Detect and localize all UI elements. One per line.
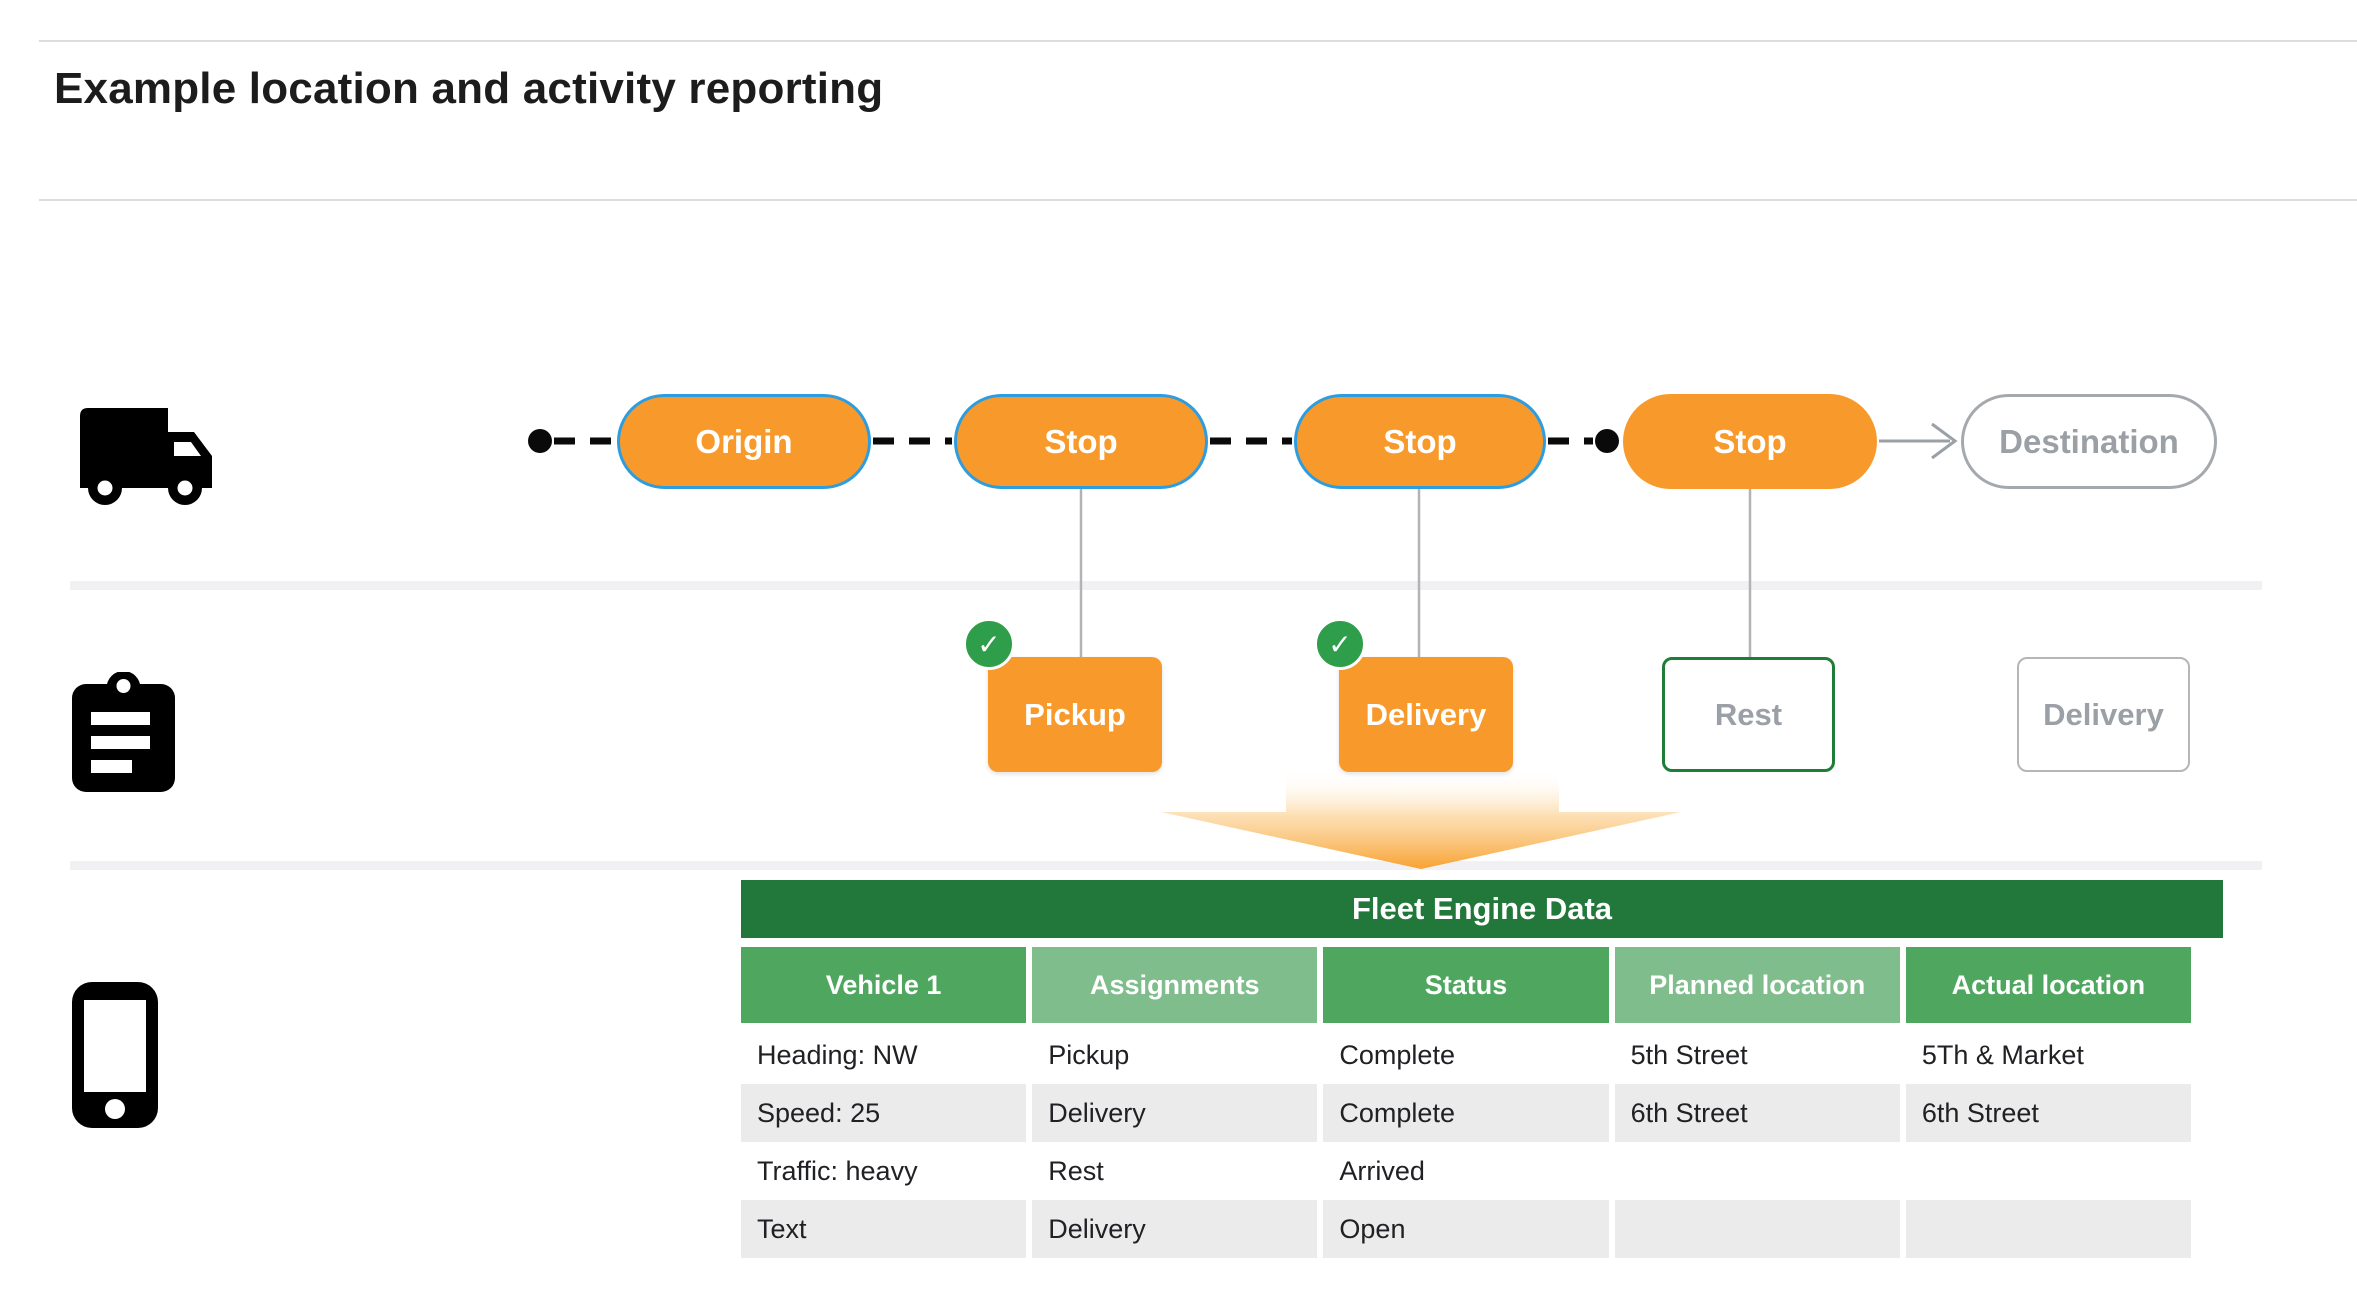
check-glyph: ✓ — [977, 628, 1001, 660]
route-node-stop-3: Stop — [1623, 394, 1877, 489]
activity-label: Pickup — [1024, 696, 1126, 732]
route-node-origin: Origin — [617, 394, 871, 489]
cell-vehicle: Heading: NW — [741, 1026, 1027, 1084]
table-body: Heading: NW Pickup Complete 5th Street 5… — [741, 1026, 2192, 1258]
route-node-stop-1: Stop — [954, 394, 1208, 489]
route-node-label: Origin — [695, 422, 793, 460]
activity-rest: Rest — [1662, 657, 1835, 772]
cell-vehicle: Text — [741, 1200, 1027, 1258]
route-node-stop-2: Stop — [1294, 394, 1546, 489]
cell-assignment: Delivery — [1032, 1084, 1318, 1142]
cell-planned: 6th Street — [1614, 1084, 1900, 1142]
route-node-label: Stop — [1713, 422, 1787, 460]
table-header-row: Vehicle 1 Assignments Status Planned loc… — [741, 947, 2192, 1023]
cell-assignment: Delivery — [1032, 1200, 1318, 1258]
table-row: Text Delivery Open — [741, 1200, 2192, 1258]
cell-assignment: Rest — [1032, 1142, 1318, 1200]
table-row: Speed: 25 Delivery Complete 6th Street 6… — [741, 1084, 2192, 1142]
page-title: Example location and activity reporting — [54, 64, 884, 113]
route-arrowhead — [1931, 422, 1958, 460]
cell-planned: 5th Street — [1614, 1026, 1900, 1084]
route-start-dot — [528, 429, 552, 453]
cell-actual: 6th Street — [1905, 1084, 2192, 1142]
title-divider — [39, 199, 2357, 201]
table-row: Heading: NW Pickup Complete 5th Street 5… — [741, 1026, 2192, 1084]
check-icon: ✓ — [1314, 618, 1366, 670]
cell-planned — [1614, 1142, 1900, 1200]
column-header-planned-location: Planned location — [1614, 947, 1900, 1023]
column-header-actual-location: Actual location — [1905, 947, 2192, 1023]
table-title: Fleet Engine Data — [1351, 891, 1613, 926]
cell-vehicle: Traffic: heavy — [741, 1142, 1027, 1200]
column-header-status: Status — [1323, 947, 1609, 1023]
section-divider-activity-data — [70, 861, 2262, 870]
activity-delivery-1: Delivery — [1339, 657, 1513, 772]
route-node-destination: Destination — [1961, 394, 2217, 489]
cell-actual — [1905, 1200, 2192, 1258]
data-flow-arrow — [1161, 772, 1681, 869]
activity-label: Rest — [1714, 696, 1783, 732]
top-divider — [39, 40, 2357, 42]
phone-icon — [72, 982, 158, 1128]
activity-delivery-2: Delivery — [2017, 657, 2190, 772]
route-node-label: Stop — [1383, 422, 1457, 460]
check-icon: ✓ — [963, 618, 1015, 670]
clipboard-icon — [72, 672, 175, 792]
cell-planned — [1614, 1200, 1900, 1258]
cell-actual — [1905, 1142, 2192, 1200]
table-title-bar: Fleet Engine Data — [741, 880, 2223, 938]
truck-icon — [80, 408, 212, 505]
route-current-position-dot — [1595, 429, 1619, 453]
route-node-label: Stop — [1044, 422, 1118, 460]
cell-actual: 5Th & Market — [1905, 1026, 2192, 1084]
column-header-assignments: Assignments — [1032, 947, 1318, 1023]
cell-assignment: Pickup — [1032, 1026, 1318, 1084]
cell-status: Complete — [1323, 1084, 1609, 1142]
section-divider-vehicle-activity — [70, 581, 2262, 590]
route-node-label: Destination — [1999, 422, 2179, 460]
table-row: Traffic: heavy Rest Arrived — [741, 1142, 2192, 1200]
column-header-vehicle: Vehicle 1 — [741, 947, 1027, 1023]
activity-label: Delivery — [2043, 696, 2164, 732]
cell-status: Open — [1323, 1200, 1609, 1258]
check-glyph: ✓ — [1328, 628, 1352, 660]
cell-status: Complete — [1323, 1026, 1609, 1084]
activity-pickup: Pickup — [988, 657, 1162, 772]
cell-status: Arrived — [1323, 1142, 1609, 1200]
activity-label: Delivery — [1365, 696, 1487, 732]
cell-vehicle: Speed: 25 — [741, 1084, 1027, 1142]
